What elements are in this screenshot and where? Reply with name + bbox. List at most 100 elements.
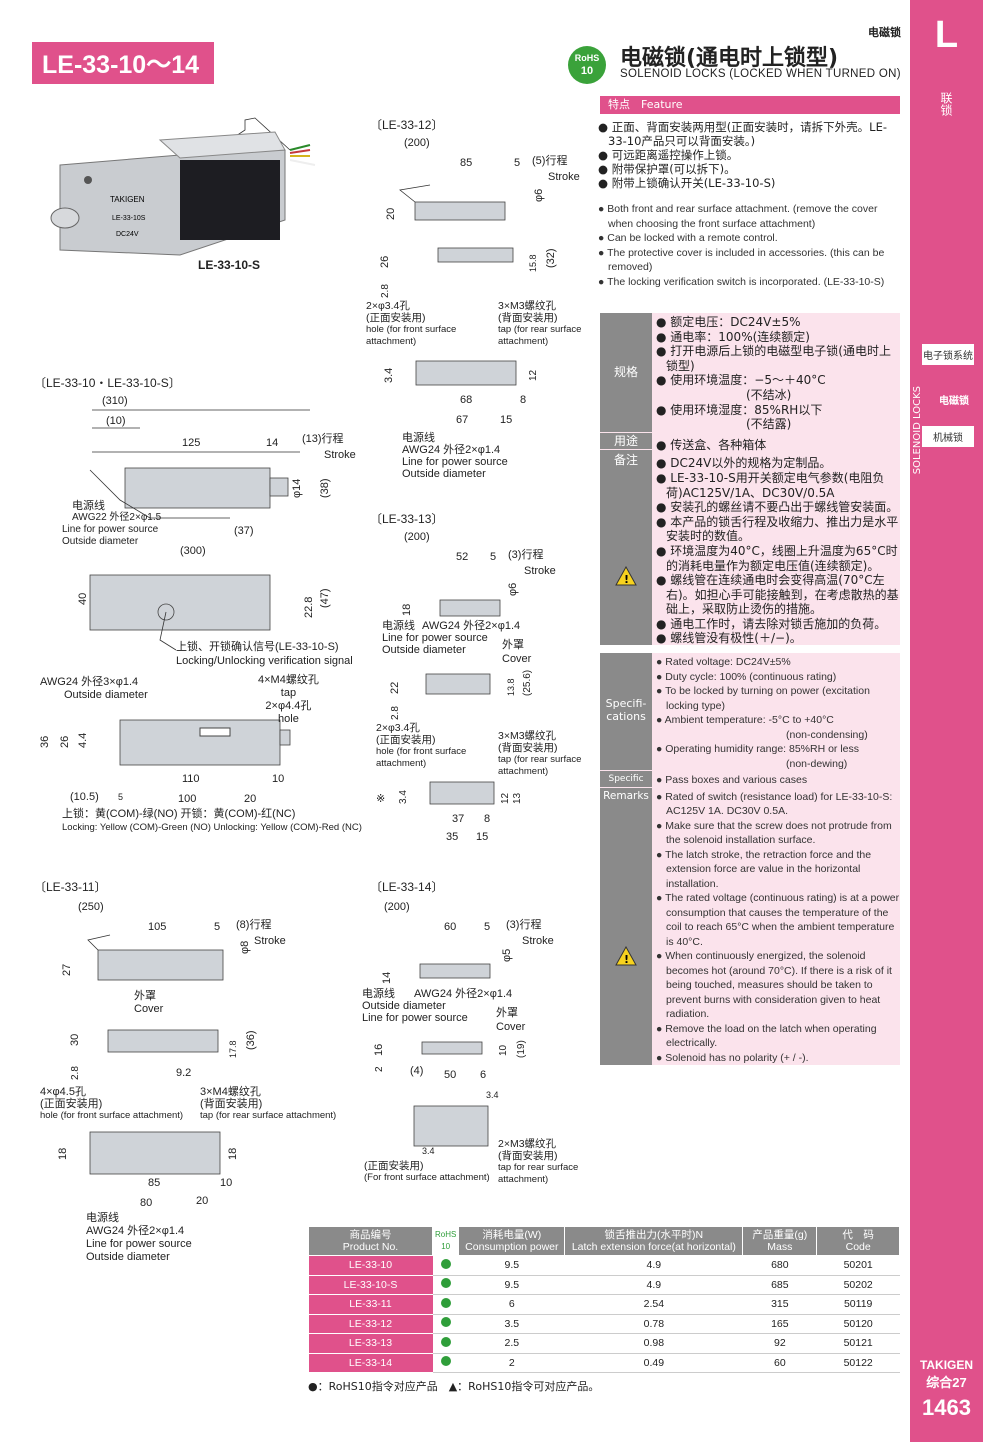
spec-item-en: ● Ambient temperature: -5°C to +40°C [656,714,834,726]
wire-label: 电源线 [382,620,415,632]
dim-label: (310) [102,395,128,407]
wire-diameter-en: Outside diameter [382,644,466,656]
front-label-en: (For front surface attachment) [364,1172,490,1183]
dim-label: 35 [446,831,458,843]
awg3-callout: AWG24 外径3×φ1.4 Outside diameter [40,676,148,702]
feature-item: ● 附带保护罩(可以拆下)。 [598,162,736,176]
dim-label: 2.8 [390,706,401,720]
product-photo: TAKIGEN LE-33-10S DC24V [50,117,316,256]
awg3-label: AWG24 外径3×φ1.4 [40,676,139,688]
table-cell: 0.98 [564,1333,743,1354]
side-tab [910,0,983,1442]
tap-label: 4×M4螺纹孔 [258,674,319,686]
cover-callout-11: 外罩 Cover [134,990,163,1016]
footer-brand: TAKIGEN 综合27 1463 [910,1358,983,1421]
dim-label: 10 [498,1044,509,1056]
wire-callout-11: 电源线 AWG24 外径2×φ1.4 Line for power source… [86,1212,192,1264]
tap-sublabel: (背面安装用) [498,312,558,324]
dim-label: 14 [381,972,393,984]
wire-callout-12: 电源线 AWG24 外径2×φ1.4 Line for power source… [402,432,508,480]
remark-label-en: Remarks [600,788,652,1065]
wire-label: 电源线 [362,988,395,1000]
table-cell: 92 [742,1333,817,1354]
dim-label: Stroke [522,935,554,947]
side-item-electronic[interactable]: 电子锁系统 [922,344,974,365]
wire-label-en: Line for power source [402,456,508,468]
feature-item: ● 可远距离遥控操作上锁。 [598,148,739,162]
drawing-le-33-12-bottom: 3.4 12 68 8 67 15 [383,360,539,426]
table-cell: 50121 [816,1333,900,1354]
dim-label: 60 [444,921,456,933]
dim-label: 22 [389,682,401,694]
hole-label-en: hole (for front surface [376,746,467,757]
dim-label: 2.8 [70,1066,81,1080]
dim-label: 20 [385,208,397,220]
rohs-dot-icon [440,1297,451,1308]
table-cell: 0.49 [564,1353,743,1373]
dim-label: (3)行程 [506,918,541,931]
hole-label: 2×φ3.4孔 [376,722,420,734]
drawing-le-33-11: (250) 105 5 (8)行程 Stroke φ8 27 30 17.8 (… [57,901,286,1209]
rohs-text: RoHS [574,53,600,63]
spec-item: ● 额定电压：DC24V±5% [656,315,801,329]
dim-label: Stroke [548,171,580,183]
cover-callout-13: 外罩 Cover [502,638,531,666]
tap-label: 3×M3螺纹孔 [498,730,557,742]
remark-label: 备注 [600,450,652,645]
dim-label: Stroke [524,565,556,577]
dim-label: 15 [500,414,512,426]
dim-label: 8 [484,813,490,825]
dim-label: (13)行程 [302,432,344,445]
remark-item-en: ● The rated voltage (continuous rating) … [656,892,900,948]
dim-label: (32) [545,248,557,268]
table-cell: 2 [458,1353,565,1373]
dim-label: (4) [410,1065,423,1077]
dim-label: 37 [452,813,464,825]
feature-item-en: ● Can be locked with a remote control. [598,232,778,244]
tap-label-en2: attachment) [498,766,549,777]
dim-label: 52 [456,551,468,563]
side-item-mechanical[interactable]: 机械锁 [922,426,974,447]
remark-item-en: ● The latch stroke, the retraction force… [656,848,872,890]
drawing-title-14: 〔LE-33-14〕 [370,880,444,894]
remark-item: ● LE-33-10-S用开关额定电气参数(电阻负荷)AC125V/1A、DC3… [656,470,885,500]
dim-label: 12 [528,369,539,381]
chapter-letter: L [934,14,959,56]
signal-label-en: Locking/Unlocking verification signal [176,655,353,667]
front-label: (正面安装用) [364,1160,424,1172]
dim-label: 5 [490,551,496,563]
tap-callout-11: 3×M4螺纹孔 (背面安装用) tap (for rear surface at… [200,1086,336,1122]
dim-label: 5 [214,921,220,933]
dim-label: 2.8 [380,284,391,298]
dim-label: 9.2 [176,1067,191,1079]
spec-item-en: ● Duty cycle: 100% (continuous rating) [656,670,837,683]
dim-label: (300) [180,545,206,557]
wire-callout-14: 电源线 AWG24 外径2×φ1.4 Outside diameter Line… [362,988,512,1024]
rohs-dot-icon [440,1317,451,1328]
page-title: 电磁锁(通电时上锁型) [620,46,839,71]
header-category: 电磁锁 [868,26,901,39]
rohs-cell [432,1353,459,1373]
side-item-solenoid[interactable]: 电磁锁 [925,386,983,413]
wire-spec: AWG24 外径2×φ1.4 [402,444,501,456]
feature-item-en: ● The locking verification switch is inc… [598,275,885,288]
table-cell: 0.78 [564,1314,743,1334]
dim-label: 80 [140,1197,152,1209]
table-cell: 2.54 [564,1294,743,1315]
tap-label-en: tap [280,687,297,699]
hole-callout-12: 2×φ3.4孔 (正面安装用) hole (for front surface … [366,300,456,348]
dim-label: φ5 [501,949,513,962]
photo-label-model: LE-33-10S [112,215,146,222]
rohs-cell [432,1314,459,1334]
tap-label-en: tap (for rear surface [498,324,582,335]
drawing-le-33-13-bottom: ※ 3.4 12 13 37 8 35 15 [376,781,520,843]
chapter-name: 联锁 [939,92,953,116]
wire-diameter-en: Outside diameter [402,468,486,480]
dim-label: 18 [57,1148,69,1160]
dim-label: 110 [182,773,200,785]
svg-text:!: ! [624,573,629,586]
dim-label: φ14 [291,479,303,498]
tap-label: 3×M3螺纹孔 [498,300,557,312]
